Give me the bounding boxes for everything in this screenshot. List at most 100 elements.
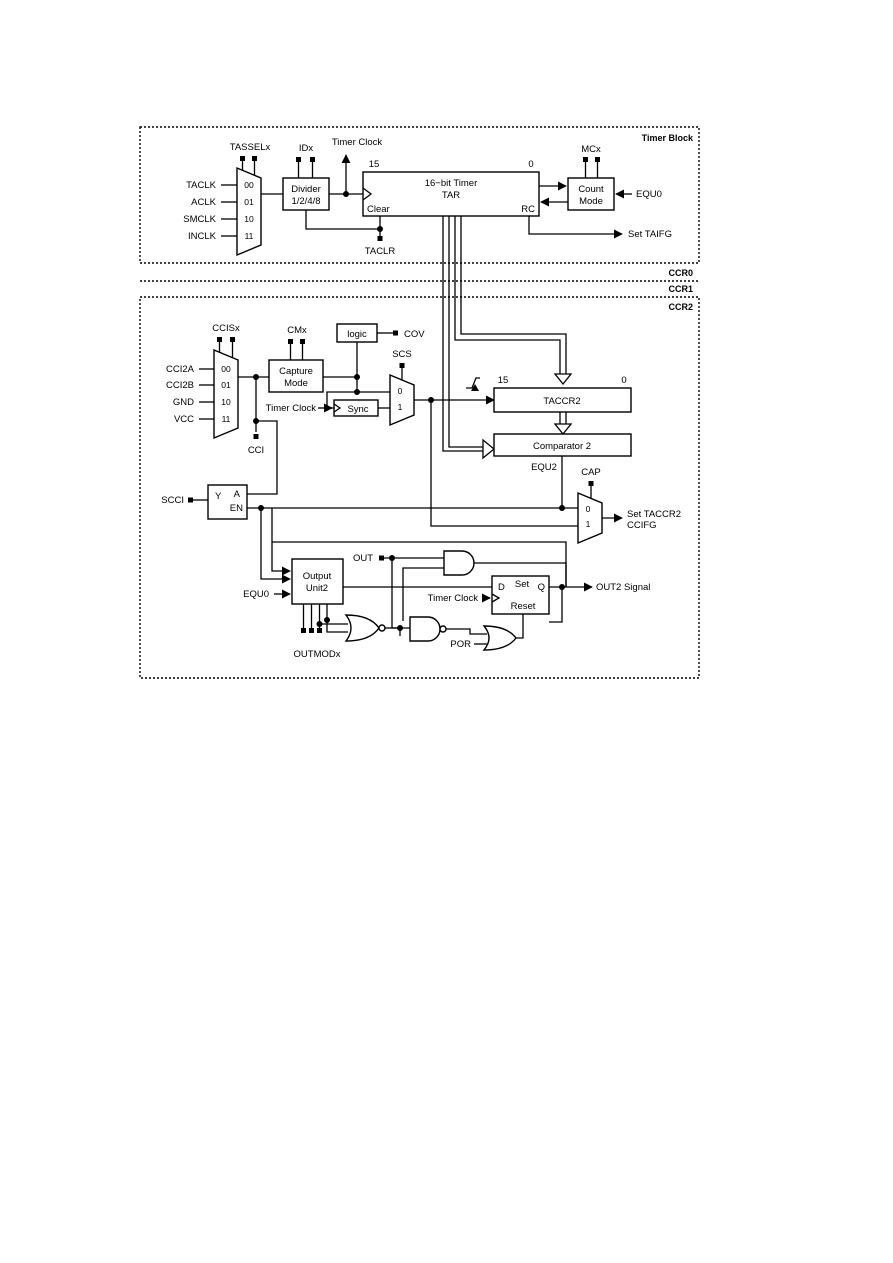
sync-timer-clock-label: Timer Clock: [266, 403, 317, 414]
and-gate-top: [443, 550, 475, 576]
tar-bus-line-2: [448, 216, 483, 448]
tar-clear-label: Clear: [367, 204, 390, 215]
count-mode-label: Count: [578, 184, 604, 195]
output-unit-label: Output: [303, 571, 332, 582]
logic-label: logic: [347, 329, 367, 340]
timer-block-border: [139, 126, 700, 264]
ff-set-label: Set: [515, 579, 530, 590]
cap-input-0: 0: [586, 504, 591, 514]
count-mode-label-2: Mode: [579, 196, 603, 207]
timer-block-section: Timer Block TACLK ACLK SMCLK INCLK 00 01…: [139, 126, 700, 264]
tar-title: 16−bit Timer: [425, 178, 478, 189]
taccr2-register: [493, 387, 632, 413]
por-label: POR: [450, 639, 471, 650]
latch-a-label: A: [234, 489, 241, 500]
clock-input-lines: [221, 184, 237, 237]
tar-to-taccr-arrow: [553, 373, 573, 386]
ccis-input-gnd: GND: [173, 397, 194, 408]
clock-input-aclk: ACLK: [191, 197, 216, 208]
clock-input-inclk: INCLK: [188, 231, 217, 242]
scci-latch: [207, 484, 248, 520]
comparator-label: Comparator 2: [533, 441, 591, 452]
out2-signal-label: OUT2 Signal: [596, 582, 650, 593]
scs-input-0: 0: [398, 386, 403, 396]
set-ccifg-label: Set TACCR2: [627, 509, 681, 520]
taccr-to-comparator-arrow: [553, 423, 573, 436]
ccis-mux-code-10: 10: [221, 397, 231, 407]
clock-source-mux: [236, 166, 262, 257]
ccis-mux: [213, 348, 239, 440]
clock-input-taclk: TACLK: [186, 180, 217, 191]
ccr2-section: CCR2 CCI2A CCI2B GND VCC 00 01 10 11 CCI…: [139, 216, 700, 679]
clock-mux-code-01: 01: [244, 197, 254, 207]
ff-d-label: D: [498, 582, 505, 593]
outmod-control-pins: [301, 604, 348, 633]
outmod-label: OUTMODx: [294, 649, 341, 660]
latch-en-label: EN: [230, 503, 243, 514]
tar-rc-label: RC: [521, 204, 535, 215]
capture-mode-label-2: Mode: [284, 378, 308, 389]
cap-mux: [577, 491, 603, 545]
tar-name: TAR: [442, 190, 460, 201]
tassel-control-pins: [240, 156, 257, 175]
scci-label: SCCI: [161, 495, 184, 506]
clock-mux-code-00: 00: [244, 180, 254, 190]
tar-register: [362, 171, 540, 217]
latch-y-label: Y: [215, 491, 222, 502]
cap-input-1: 1: [586, 519, 591, 529]
or-gate-bottom: [482, 625, 517, 651]
ccis-mux-code-01: 01: [221, 380, 231, 390]
output-unit-box: [291, 558, 344, 605]
ccis-input-cci2a: CCI2A: [166, 364, 195, 375]
cmx-control-pins: [288, 339, 305, 360]
output-equ0-label: EQU0: [243, 589, 269, 600]
ccis-input-cci2b: CCI2B: [166, 380, 194, 391]
ccr2-border: [139, 296, 700, 679]
idx-control-pins: [296, 157, 315, 178]
tar-bit-0: 0: [528, 159, 533, 170]
taclr-label: TACLR: [365, 246, 396, 257]
tar-bus-line-1: [442, 216, 483, 452]
tar-to-comparator-arrow: [482, 438, 496, 460]
taifg-label: Set TAIFG: [628, 229, 672, 240]
ccis-input-lines: [199, 368, 214, 420]
idx-label: IDx: [299, 143, 314, 154]
cap-label: CAP: [581, 467, 601, 478]
ff-reset-label: Reset: [511, 601, 536, 612]
clock-mux-code-10: 10: [244, 214, 254, 224]
clock-mux-code-11: 11: [245, 231, 254, 241]
count-mode-box: [567, 177, 615, 211]
equ0-input-label: EQU0: [636, 189, 662, 200]
ff-timer-clock-label: Timer Clock: [428, 593, 479, 604]
mcx-control-pins: [583, 157, 600, 178]
capture-edge-symbol: [466, 377, 480, 389]
tar-bit-15: 15: [369, 159, 380, 170]
cci-label: CCI: [248, 445, 264, 456]
ff-q-label: Q: [538, 582, 545, 593]
sync-label: Sync: [347, 404, 368, 415]
out-bit-label: OUT: [353, 553, 373, 564]
scs-input-1: 1: [398, 402, 403, 412]
clock-input-smclk: SMCLK: [183, 214, 216, 225]
nor-gate: [344, 614, 380, 642]
tassel-label: TASSELx: [230, 142, 271, 153]
divider-ratio: 1/2/4/8: [291, 196, 320, 207]
divider-box: [282, 177, 330, 211]
ccis-mux-code-00: 00: [221, 364, 231, 374]
ccr0-label: CCR0: [668, 268, 693, 278]
taccr2-label: TACCR2: [543, 396, 580, 407]
scs-mux: [389, 373, 415, 427]
ccis-control-pins: [217, 337, 235, 357]
scs-label: SCS: [392, 349, 412, 360]
capture-mode-box: [268, 359, 324, 393]
set-ccifg-label-2: CCIFG: [627, 520, 657, 531]
taccr2-bit-0: 0: [621, 375, 626, 386]
mcx-label: MCx: [581, 144, 601, 155]
ccis-label: CCISx: [212, 323, 240, 334]
cmx-label: CMx: [287, 325, 307, 336]
nand-gate: [409, 616, 441, 642]
taccr2-bit-15: 15: [498, 375, 509, 386]
ccis-input-vcc: VCC: [174, 414, 194, 425]
ccr2-title: CCR2: [668, 302, 693, 312]
output-unit-label-2: Unit2: [306, 583, 328, 594]
